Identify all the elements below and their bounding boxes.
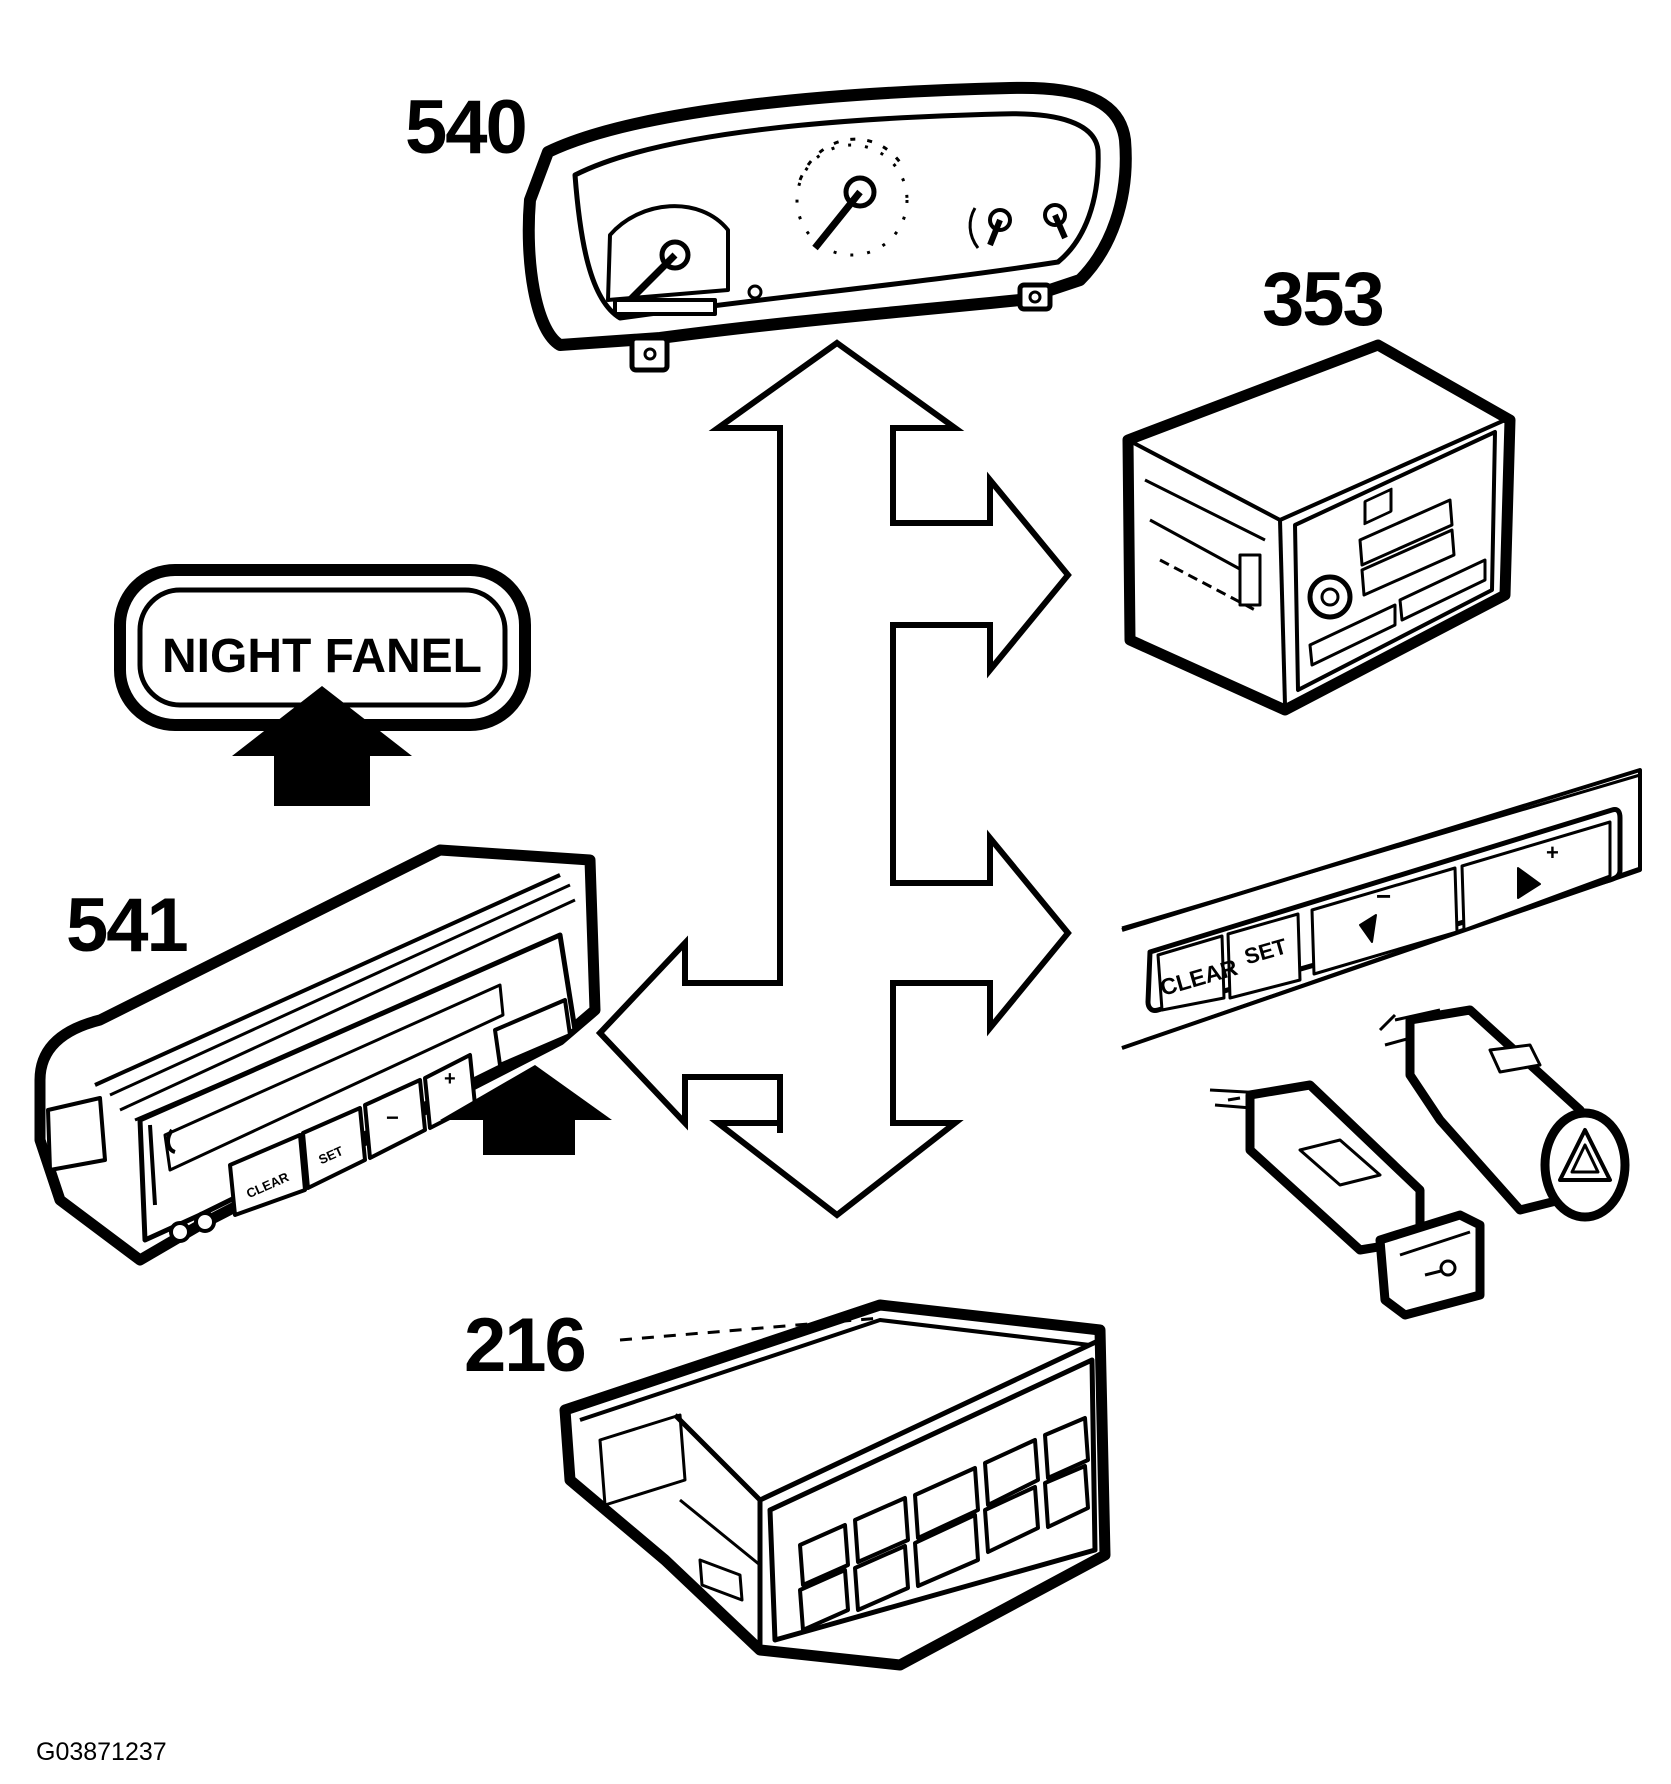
night-panel-label: NIGHT FANEL xyxy=(162,630,482,683)
callout-541: 541 xyxy=(66,883,189,968)
cruise-plus-label: + xyxy=(1546,840,1559,865)
display-minus-label: − xyxy=(386,1105,399,1130)
night-panel-arrow-icon xyxy=(232,686,412,806)
hazard-switch xyxy=(1378,1005,1630,1222)
radio-unit xyxy=(1122,339,1516,716)
callout-216: 216 xyxy=(464,1303,587,1388)
night-panel-callout: NIGHT FANEL xyxy=(114,564,531,806)
callout-353: 353 xyxy=(1262,257,1385,342)
cruise-minus-label: − xyxy=(1376,881,1391,911)
instrument-cluster xyxy=(522,81,1132,373)
data-bus-arrows xyxy=(595,339,1072,1219)
cruise-control-strip: CLEAR SET − + xyxy=(1121,768,1642,1050)
info-display-unit: CLEAR SET − + xyxy=(34,844,612,1266)
figure-code: G03871237 xyxy=(36,1738,167,1766)
display-plus-label: + xyxy=(444,1068,456,1090)
callout-540: 540 xyxy=(405,85,528,170)
fog-light-switch xyxy=(1209,1080,1485,1320)
climate-control-unit xyxy=(559,1299,1111,1671)
display-night-panel-arrow-icon xyxy=(440,1065,612,1155)
